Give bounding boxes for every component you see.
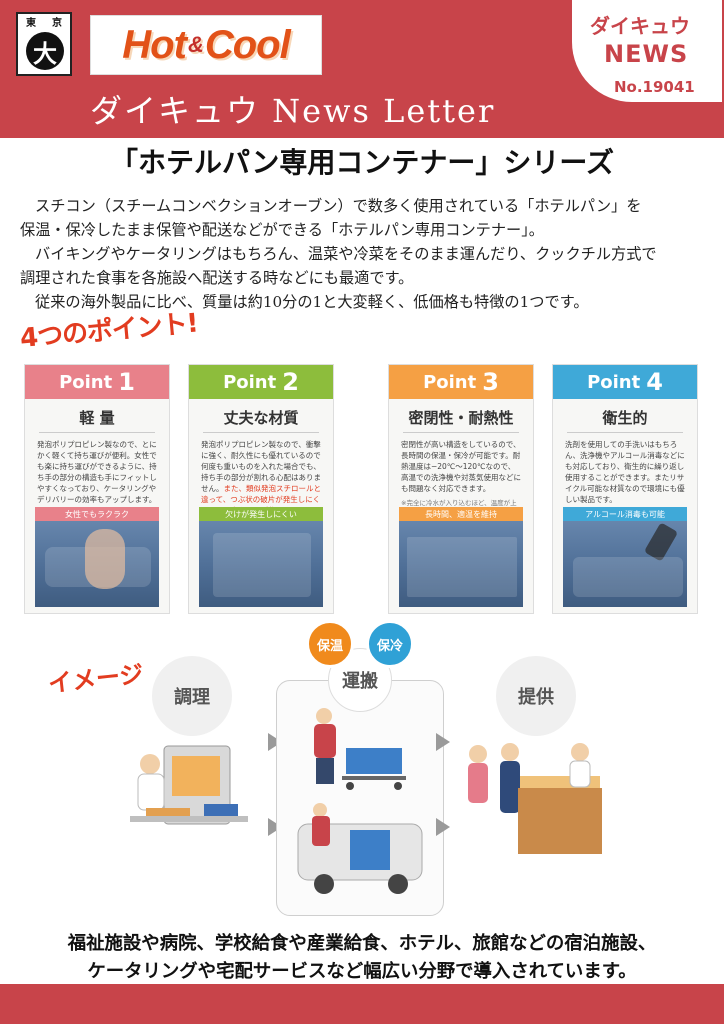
point-title: 衛生的	[567, 407, 683, 433]
point-text-main: 密閉性が高い構造をしているので、長時間の保温・保冷が可能です。耐熱温度は−20℃…	[401, 440, 521, 493]
footer-line: 福祉施設や病院、学校給食や産業給食、ホテル、旅館などの宿泊施設、	[67, 933, 657, 954]
process-cook-label: 調理	[152, 656, 232, 736]
brand-amp: &	[187, 32, 204, 57]
warm-badge: 保温	[306, 620, 354, 668]
buffet-illustration	[468, 743, 602, 854]
point-header: Point 1	[25, 365, 169, 399]
intro-text: スチコン（スチームコンベクションオーブン）で数多く使用されている「ホテルパン」を…	[20, 194, 710, 314]
lid-seal-shape	[407, 537, 517, 597]
logo-caption: 東 京	[18, 14, 70, 29]
photo-label: 女性でもラクラク	[35, 507, 159, 521]
cart-wheel-shape	[346, 782, 354, 790]
hand-shape	[85, 529, 125, 589]
point-label: Point	[587, 371, 641, 393]
worker-body-shape	[314, 724, 336, 758]
food-tray-shape	[146, 808, 190, 816]
container-surface-shape	[573, 557, 683, 597]
intro-line: 調理された食事を各施設へ配送する時などにも最適です。	[20, 269, 414, 287]
photo-label: 欠けが発生しにくい	[199, 507, 323, 521]
cart-wheel-shape	[394, 782, 402, 790]
van-containers-shape	[350, 830, 390, 870]
point-photo: 女性でもラクラク	[35, 507, 159, 607]
photo-label: 長時間、適温を維持	[399, 507, 523, 521]
footer-band	[0, 984, 724, 1024]
cooking-illustration	[130, 745, 248, 825]
chef-body-shape	[137, 773, 165, 811]
news-badge-kana: ダイキュウ	[590, 14, 690, 38]
logo-caption-right: 京	[52, 17, 62, 29]
cart-base-shape	[342, 776, 406, 780]
page-title: 「ホテルパン専用コンテナー」シリーズ	[109, 146, 614, 179]
arrow-right-icon	[436, 733, 450, 751]
brand-logo: Hot & Cool	[90, 15, 322, 75]
point-photo: アルコール消毒も可能	[563, 507, 687, 607]
oven-window-shape	[172, 756, 220, 796]
guest-head-shape	[501, 743, 519, 761]
spray-bottle-shape	[643, 522, 679, 562]
point-text-main: 発泡ポリプロピレン製なので、衝撃に強く、耐久性にも優れているので何度も重いものを…	[201, 440, 321, 493]
point-header: Point 4	[553, 365, 697, 399]
intro-line: 従来の海外製品に比べ、質量は約10分の1と大変軽く、低価格も特徴の1つです。	[35, 293, 589, 311]
intro-line: バイキングやケータリングはもちろん、温菜や冷菜をそのまま運んだり、クックチル方式…	[35, 245, 657, 263]
newsletter-title: ダイキュウ News Letter	[90, 92, 496, 130]
transport-illustration	[297, 708, 423, 894]
point-number: 3	[482, 368, 499, 396]
brand-cool: Cool	[204, 22, 291, 67]
cart-containers-shape	[346, 748, 402, 774]
guest-body-shape	[500, 761, 520, 813]
logo-mark: 大	[26, 32, 64, 70]
point-number: 2	[282, 368, 299, 396]
point-label: Point	[223, 371, 277, 393]
intro-line: 保温・保冷したまま保管や配送などができる「ホテルパン専用コンテナー」。	[20, 221, 544, 239]
blue-tray-shape	[204, 804, 238, 816]
buffet-counter-shape	[518, 788, 602, 854]
intro-line: スチコン（スチームコンベクションオーブン）で数多く使用されている「ホテルパン」を	[35, 197, 642, 215]
point-header: Point 2	[189, 365, 333, 399]
point-card-3: Point 3 密閉性・耐熱性 密閉性が高い構造をしているので、長時間の保温・保…	[388, 364, 534, 614]
prep-table-shape	[130, 816, 248, 822]
point-photo: 長時間、適温を維持	[399, 507, 523, 607]
point-card-4: Point 4 衛生的 洗剤を使用しての手洗いはもちろん、洗浄機やアルコール消毒…	[552, 364, 698, 614]
point-label: Point	[423, 371, 477, 393]
guest-body-shape	[468, 763, 488, 803]
point-photo: 欠けが発生しにくい	[199, 507, 323, 607]
chef-head-shape	[140, 754, 160, 774]
van-wheel-shape	[314, 874, 334, 894]
image-heading: イメージ	[46, 660, 145, 698]
logo-caption-left: 東	[26, 17, 36, 29]
van-wheel-shape	[388, 874, 408, 894]
worker-legs-shape	[316, 758, 334, 784]
loader-head-shape	[313, 803, 327, 817]
point-text: 洗剤を使用しての手洗いはもちろん、洗浄機やアルコール消毒などにも対応しており、衛…	[565, 440, 685, 504]
issue-number: No.19041	[614, 78, 695, 96]
staff-head-shape	[571, 743, 589, 761]
staff-body-shape	[569, 760, 591, 788]
point-card-1: Point 1 軽 量 発泡ポリプロピレン製なので、とにかく軽くて持ち運びが便利…	[24, 364, 170, 614]
worker-head-shape	[316, 708, 332, 724]
point-text: 発泡ポリプロピレン製なので、とにかく軽くて持ち運びが便利。女性でも楽に持ち運びが…	[37, 440, 157, 504]
point-header: Point 3	[389, 365, 533, 399]
photo-label: アルコール消毒も可能	[563, 507, 687, 521]
point-number: 4	[646, 368, 663, 396]
point-title: 密閉性・耐熱性	[403, 407, 519, 433]
cold-badge: 保冷	[366, 620, 414, 668]
footer-line: ケータリングや宅配サービスなど幅広い分野で導入されています。	[87, 961, 637, 982]
point-number: 1	[118, 368, 135, 396]
company-logo: 東 京 大	[16, 12, 72, 76]
loader-body-shape	[312, 816, 330, 846]
point-title: 丈夫な材質	[203, 407, 319, 433]
news-badge-word: NEWS	[604, 40, 689, 68]
point-label: Point	[59, 371, 113, 393]
brand-hot: Hot	[122, 22, 187, 67]
container-cutaway-shape	[213, 533, 311, 597]
process-serve-label: 提供	[496, 656, 576, 736]
guest-head-shape	[469, 745, 487, 763]
point-title: 軽 量	[39, 407, 155, 433]
point-card-2: Point 2 丈夫な材質 発泡ポリプロピレン製なので、衝撃に強く、耐久性にも優…	[188, 364, 334, 614]
arrow-right-icon	[436, 818, 450, 836]
footer-text: 福祉施設や病院、学校給食や産業給食、ホテル、旅館などの宿泊施設、 ケータリングや…	[0, 930, 724, 986]
news-badge	[572, 0, 722, 102]
